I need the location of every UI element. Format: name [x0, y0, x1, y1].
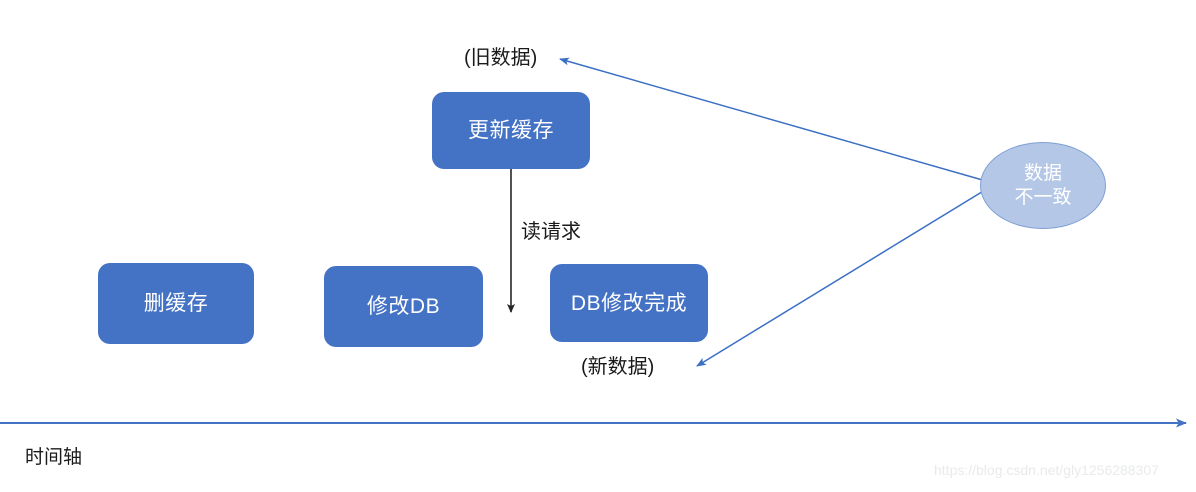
node-data-inconsistent[interactable]: 数据 不一致: [980, 142, 1106, 229]
label-read-request: 读请求: [521, 221, 581, 243]
label-old-data: (旧数据): [464, 47, 538, 69]
node-data-inconsistent-line1: 数据: [1023, 162, 1062, 184]
node-delete-cache[interactable]: 删缓存: [98, 263, 254, 344]
node-modify-db-label: 修改DB: [366, 295, 441, 318]
node-update-cache[interactable]: 更新缓存: [432, 92, 590, 169]
label-new-data: (新数据): [581, 356, 655, 378]
node-update-cache-label: 更新缓存: [468, 119, 554, 142]
node-data-inconsistent-line2: 不一致: [1014, 186, 1072, 208]
watermark-text: https://blog.csdn.net/gly1256288307: [934, 462, 1159, 478]
node-db-modify-done[interactable]: DB修改完成: [550, 264, 708, 342]
node-modify-db[interactable]: 修改DB: [324, 266, 483, 347]
node-db-modify-done-label: DB修改完成: [570, 291, 688, 315]
old-data-arrow: [559, 57, 987, 182]
node-delete-cache-label: 删缓存: [143, 292, 209, 315]
label-timeline-axis: 时间轴: [25, 447, 83, 468]
new-data-arrow: [696, 189, 986, 367]
